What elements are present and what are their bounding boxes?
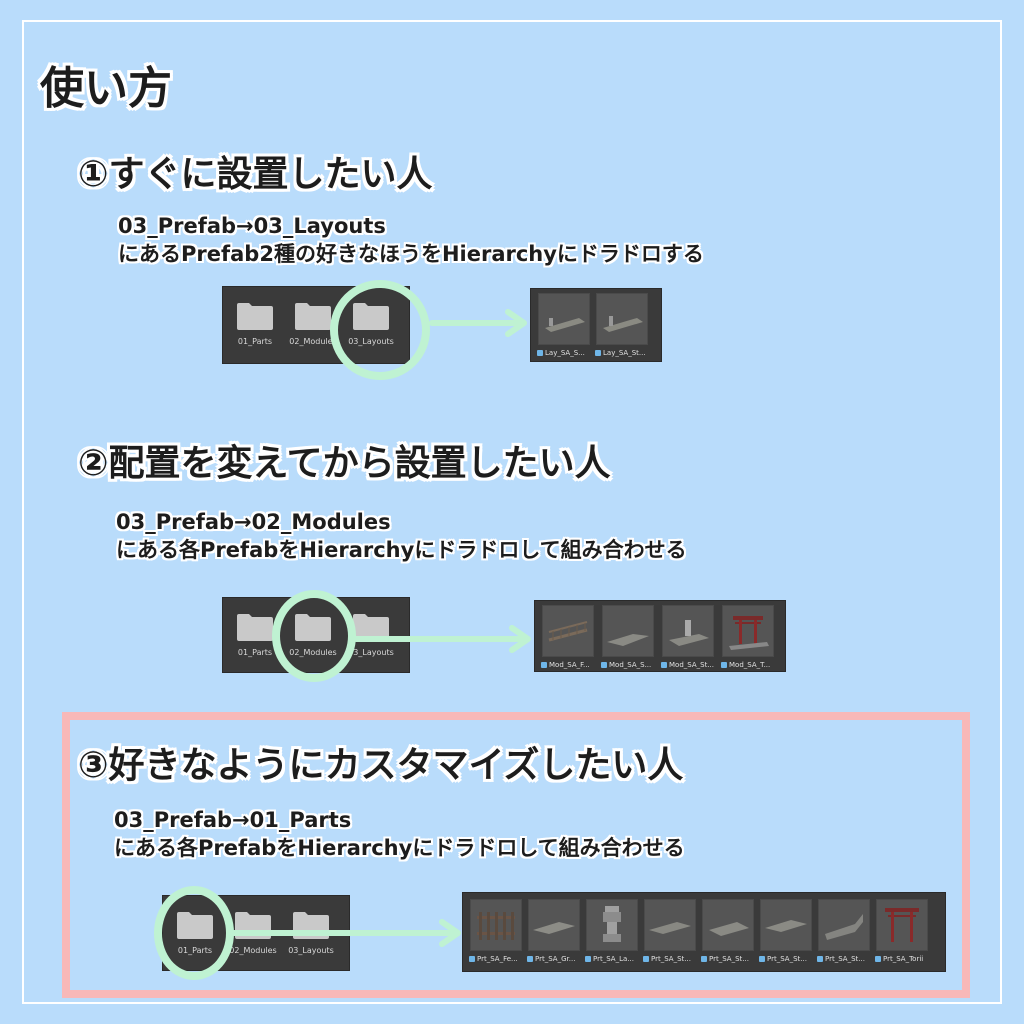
asset-label: Prt_SA_St... — [651, 955, 691, 963]
prefab-asset[interactable]: Lay_SA_S... — [537, 293, 591, 357]
arrow-right-icon — [353, 625, 531, 653]
folder-label: 02_Modules — [229, 946, 277, 955]
prefab-thumbnail — [662, 605, 714, 657]
section-2-asset-panel: Mod_SA_F... Mod_SA_S... Mod_SA_St... Mod… — [534, 600, 786, 672]
asset-label: Lay_SA_S... — [545, 349, 585, 357]
section-2-heading: ②配置を変えてから設置したい人 — [78, 443, 611, 484]
page-title: 使い方 — [40, 63, 172, 114]
highlight-circle — [154, 886, 234, 980]
prefab-thumbnail — [542, 605, 594, 657]
prefab-cube-icon — [469, 956, 475, 962]
prefab-thumbnail — [760, 899, 812, 951]
prefab-thumbnail — [722, 605, 774, 657]
prefab-thumbnail — [818, 899, 870, 951]
section-3-description: にある各PrefabをHierarchyにドラドロして組み合わせる — [114, 836, 685, 860]
arrow-right-icon — [229, 919, 461, 947]
prefab-cube-icon — [759, 956, 765, 962]
section-1-asset-panel: Lay_SA_S... Lay_SA_St... — [530, 288, 662, 362]
prefab-cube-icon — [601, 662, 607, 668]
section-1-path: 03_Prefab→03_Layouts — [118, 214, 386, 238]
folder-label: 01_Parts — [237, 648, 273, 657]
asset-label: Mod_SA_St... — [669, 661, 714, 669]
section-2-description: にある各PrefabをHierarchyにドラドロして組み合わせる — [116, 538, 687, 562]
folder-icon — [295, 303, 331, 330]
folder-label: 03_Layouts — [348, 648, 394, 657]
folder-03-layouts[interactable]: 03_Layouts — [343, 612, 399, 657]
highlight-box — [62, 712, 970, 998]
folder-icon — [237, 303, 273, 330]
asset-label: Prt_SA_St... — [709, 955, 749, 963]
prefab-asset[interactable]: Prt_SA_Torii — [875, 899, 929, 963]
section-3-instructions: 03_Prefab→01_Parts にある各PrefabをHierarchyに… — [114, 806, 685, 862]
section-3-heading: ③好きなようにカスタマイズしたい人 — [78, 745, 684, 786]
asset-label: Prt_SA_St... — [767, 955, 807, 963]
prefab-asset[interactable]: Prt_SA_St... — [701, 899, 755, 963]
prefab-asset[interactable]: Prt_SA_St... — [817, 899, 871, 963]
prefab-asset[interactable]: Prt_SA_St... — [643, 899, 697, 963]
section-2-instructions: 03_Prefab→02_Modules にある各PrefabをHierarch… — [116, 508, 687, 564]
prefab-cube-icon — [817, 956, 823, 962]
prefab-thumbnail — [702, 899, 754, 951]
prefab-thumbnail — [538, 293, 590, 345]
section-1-description: にあるPrefab2種の好きなほうをHierarchyにドラドロする — [118, 242, 704, 266]
prefab-cube-icon — [643, 956, 649, 962]
prefab-thumbnail — [596, 293, 648, 345]
section-1-heading: ①すぐに設置したい人 — [78, 154, 433, 195]
prefab-thumbnail — [586, 899, 638, 951]
prefab-cube-icon — [721, 662, 727, 668]
section-3-asset-panel: Prt_SA_Fe... Prt_SA_Gr... Prt_SA_La... P… — [462, 892, 946, 972]
prefab-asset[interactable]: Mod_SA_S... — [601, 605, 655, 669]
asset-label: Prt_SA_Torii — [883, 955, 924, 963]
prefab-cube-icon — [527, 956, 533, 962]
arrow-right-icon — [429, 309, 527, 337]
asset-label: Prt_SA_Fe... — [477, 955, 518, 963]
asset-label: Mod_SA_S... — [609, 661, 652, 669]
folder-icon — [237, 614, 273, 641]
highlight-circle — [330, 280, 430, 380]
prefab-asset[interactable]: Prt_SA_Gr... — [527, 899, 581, 963]
asset-label: Prt_SA_La... — [593, 955, 634, 963]
prefab-asset[interactable]: Mod_SA_T... — [721, 605, 775, 669]
prefab-thumbnail — [644, 899, 696, 951]
prefab-cube-icon — [661, 662, 667, 668]
prefab-cube-icon — [585, 956, 591, 962]
page-frame — [22, 20, 1002, 1004]
folder-01-parts[interactable]: 01_Parts — [227, 612, 283, 657]
prefab-thumbnail — [602, 605, 654, 657]
prefab-cube-icon — [537, 350, 543, 356]
prefab-thumbnail — [528, 899, 580, 951]
folder-label: 02_Modules — [289, 337, 337, 346]
prefab-asset[interactable]: Mod_SA_St... — [661, 605, 715, 669]
asset-label: Prt_SA_Gr... — [535, 955, 576, 963]
prefab-thumbnail — [876, 899, 928, 951]
asset-label: Mod_SA_T... — [729, 661, 771, 669]
section-1-instructions: 03_Prefab→03_Layouts にあるPrefab2種の好きなほうをH… — [118, 212, 704, 268]
prefab-asset[interactable]: Prt_SA_Fe... — [469, 899, 523, 963]
prefab-cube-icon — [541, 662, 547, 668]
prefab-asset[interactable]: Prt_SA_St... — [759, 899, 813, 963]
section-3-path: 03_Prefab→01_Parts — [114, 808, 352, 832]
prefab-asset[interactable]: Prt_SA_La... — [585, 899, 639, 963]
prefab-asset[interactable]: Mod_SA_F... — [541, 605, 595, 669]
prefab-cube-icon — [595, 350, 601, 356]
asset-label: Prt_SA_St... — [825, 955, 865, 963]
prefab-cube-icon — [701, 956, 707, 962]
prefab-asset[interactable]: Lay_SA_St... — [595, 293, 649, 357]
folder-label: 01_Parts — [237, 337, 273, 346]
highlight-circle — [272, 590, 356, 682]
folder-02-modules[interactable]: 02_Modules — [285, 301, 341, 346]
prefab-thumbnail — [470, 899, 522, 951]
prefab-cube-icon — [875, 956, 881, 962]
section-2-path: 03_Prefab→02_Modules — [116, 510, 391, 534]
folder-label: 03_Layouts — [288, 946, 334, 955]
asset-label: Lay_SA_St... — [603, 349, 646, 357]
folder-01-parts[interactable]: 01_Parts — [227, 301, 283, 346]
asset-label: Mod_SA_F... — [549, 661, 590, 669]
folder-icon — [353, 614, 389, 641]
